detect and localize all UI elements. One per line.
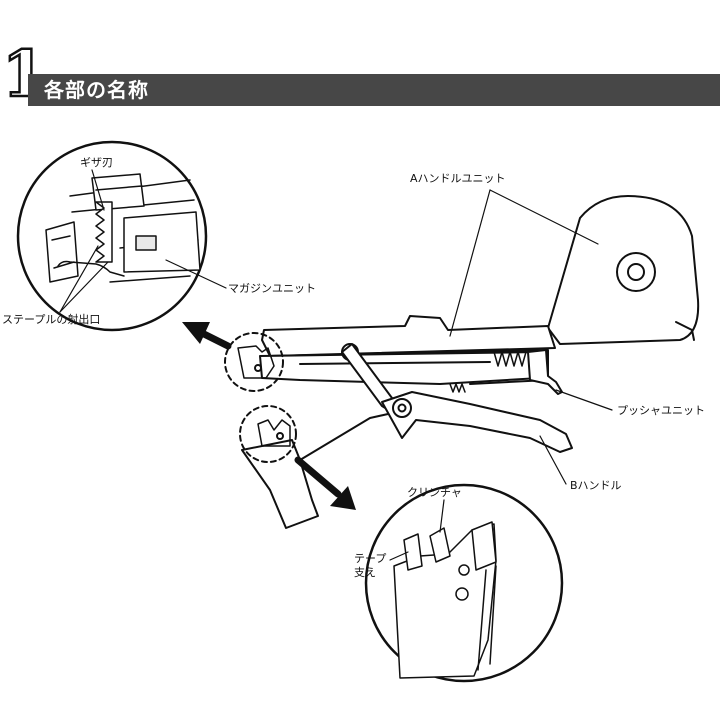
leader-tape [389, 551, 409, 561]
outlet-frame [45, 221, 79, 283]
reel-hub-inner [627, 263, 645, 281]
label-pusher-unit: プッシャユニット [617, 404, 705, 417]
main-pivot-inner [397, 403, 407, 413]
label-magazine-unit: マガジンユニット [228, 282, 316, 295]
tape-support-block [403, 533, 423, 571]
leader-staple-a [59, 245, 99, 313]
leader-giza [91, 169, 105, 211]
leader-magazine [165, 259, 227, 289]
label-tape-support: テープ支え [354, 552, 387, 579]
clincher-detail-hole [276, 432, 284, 440]
magazine-window [135, 235, 157, 251]
leader-pusher [555, 389, 613, 411]
clincher-arm [241, 439, 319, 529]
arrow-to-top-detail-shaft [200, 330, 232, 350]
section-header: 1 各部の名称 [0, 40, 720, 112]
magazine-body [259, 351, 541, 385]
reel-foot [675, 321, 695, 341]
clincher-bolt-top [458, 564, 470, 576]
label-giza-blade: ギザ刃 [80, 156, 113, 169]
clincher-side-rail [477, 565, 497, 671]
reel-hub-outer [616, 252, 656, 292]
head-detail [237, 345, 275, 379]
magazine-block [123, 211, 201, 273]
return-spring [449, 383, 466, 393]
handle-b [381, 391, 573, 453]
pusher-spring [493, 351, 527, 367]
staple-wire [57, 260, 125, 277]
detail-staple-outlet [16, 140, 227, 332]
pusher-unit [527, 349, 563, 395]
detail-clincher [364, 483, 564, 683]
label-handle-b: Bハンドル [570, 479, 622, 492]
label-handle-a-unit: Aハンドルユニット [410, 172, 506, 185]
clincher-detail [257, 419, 291, 447]
head-detail-hole [254, 364, 262, 372]
leader-clincher [439, 499, 445, 533]
main-leaders [449, 189, 613, 485]
clincher-right-plate [471, 521, 497, 571]
outlet-frame-inner [51, 235, 75, 269]
clincher-bolt [455, 587, 469, 601]
leader-staple-b [59, 261, 109, 313]
main-pivot-outer [392, 398, 412, 418]
magazine-inner-line [299, 361, 491, 365]
arrow-to-bottom-detail-head [330, 486, 356, 510]
arrow-to-top-detail-head [182, 322, 210, 344]
page-title: 各部の名称 [44, 78, 149, 102]
zoom-ring-clincher [239, 405, 297, 463]
title-bar: 各部の名称 [28, 74, 720, 106]
label-clincher: クリンチャ [407, 486, 462, 499]
zoom-ring-head [224, 332, 284, 392]
arrow-to-bottom-detail-shaft [294, 456, 342, 498]
label-staple-outlet: ステープルの射出口 [2, 313, 101, 326]
guide-block [91, 173, 145, 211]
clincher-arm-edge [299, 413, 389, 461]
guide-block-top [95, 185, 143, 191]
zoom-arrows [182, 322, 356, 510]
clincher-jaw [429, 527, 451, 563]
main-tool [224, 195, 700, 529]
giza-teeth [95, 201, 113, 263]
leader-handle-a-2 [489, 189, 599, 245]
leader-handle-b [539, 435, 567, 485]
leader-handle-a-1 [449, 189, 491, 337]
